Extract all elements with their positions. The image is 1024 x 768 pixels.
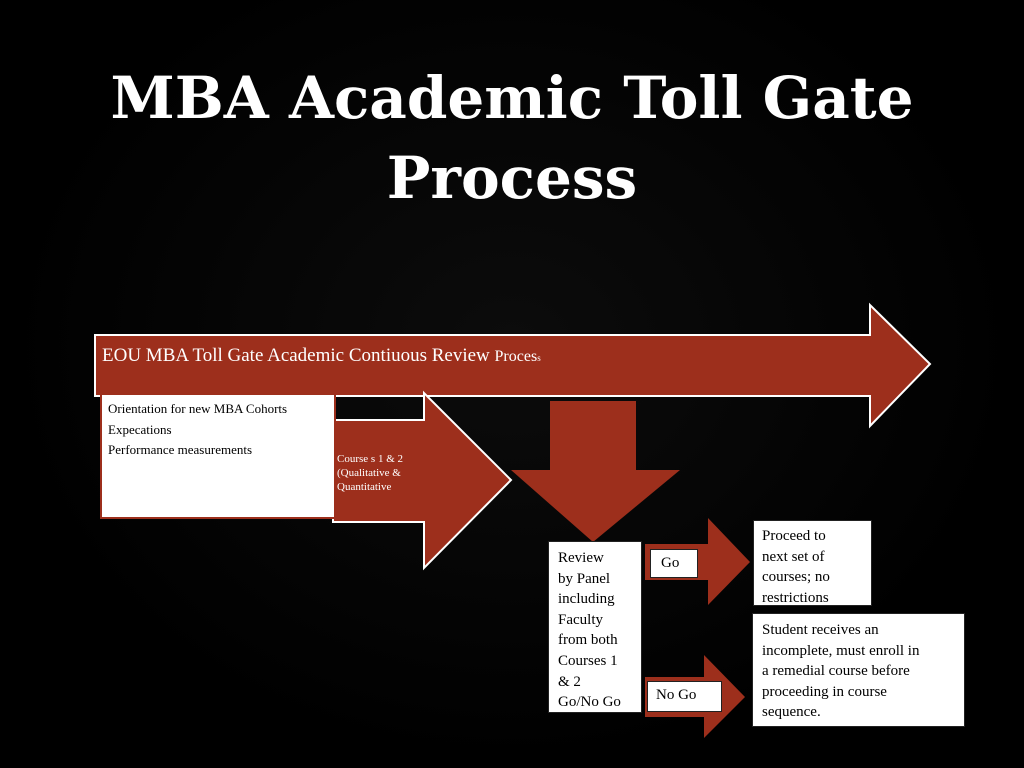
review-box: Review by Panel including Faculty from b… (548, 541, 642, 713)
courses-line: (Qualitative & (337, 467, 401, 479)
review-line: Review (558, 550, 604, 566)
process-arrow-label-tail-small: s (537, 353, 541, 363)
student-line: Student receives an (762, 622, 879, 638)
proceed-line: restrictions (762, 589, 829, 606)
review-line: Courses 1 (558, 652, 618, 669)
proceed-line: Proceed to (762, 528, 826, 544)
review-line: by Panel (558, 570, 611, 587)
orientation-box: Orientation for new MBA Cohorts Expecati… (100, 393, 336, 519)
slide-title: MBA Academic Toll Gate Process (0, 58, 1024, 218)
proceed-box: Proceed to next set of courses; no restr… (753, 520, 872, 606)
review-line: including (558, 591, 615, 608)
review-line: Go/No Go (558, 694, 621, 711)
proceed-line: courses; no (762, 569, 830, 586)
courses-line: Quantitative (337, 481, 392, 493)
student-line: proceeding in course (762, 683, 887, 700)
go-label: Go (661, 555, 680, 571)
orientation-line: Orientation for new MBA Cohorts (108, 401, 288, 416)
review-line: & 2 (558, 673, 581, 690)
courses-line: Course s 1 & 2 (337, 453, 403, 465)
orientation-line: Performance measurements (108, 442, 253, 457)
title-line-2: Process (386, 144, 638, 212)
orientation-line: Expecations (108, 421, 172, 437)
down-arrow (511, 401, 680, 542)
student-box: Student receives an incomplete, must enr… (752, 613, 965, 727)
process-arrow-label: EOU MBA Toll Gate Academic Contiuous Rev… (102, 345, 541, 367)
process-arrow-label-main: EOU MBA Toll Gate Academic Contiuous Rev… (102, 345, 495, 366)
student-line: a remedial course before (762, 663, 910, 680)
review-line: Faculty (558, 611, 603, 628)
courses-label: Course s 1 & 2 (Qualitative & Quantitati… (337, 452, 427, 494)
title-line-1: MBA Academic Toll Gate (110, 64, 914, 132)
student-line: incomplete, must enroll in (762, 642, 920, 659)
review-line: from both (558, 632, 618, 649)
no-go-label: No Go (656, 687, 697, 703)
student-line: sequence. (762, 704, 821, 721)
go-box: Go (650, 549, 698, 578)
no-go-box: No Go (647, 681, 722, 712)
courses-arrow (332, 390, 513, 571)
process-arrow-label-tail: Proces (494, 348, 538, 365)
proceed-line: next set of (762, 548, 825, 565)
